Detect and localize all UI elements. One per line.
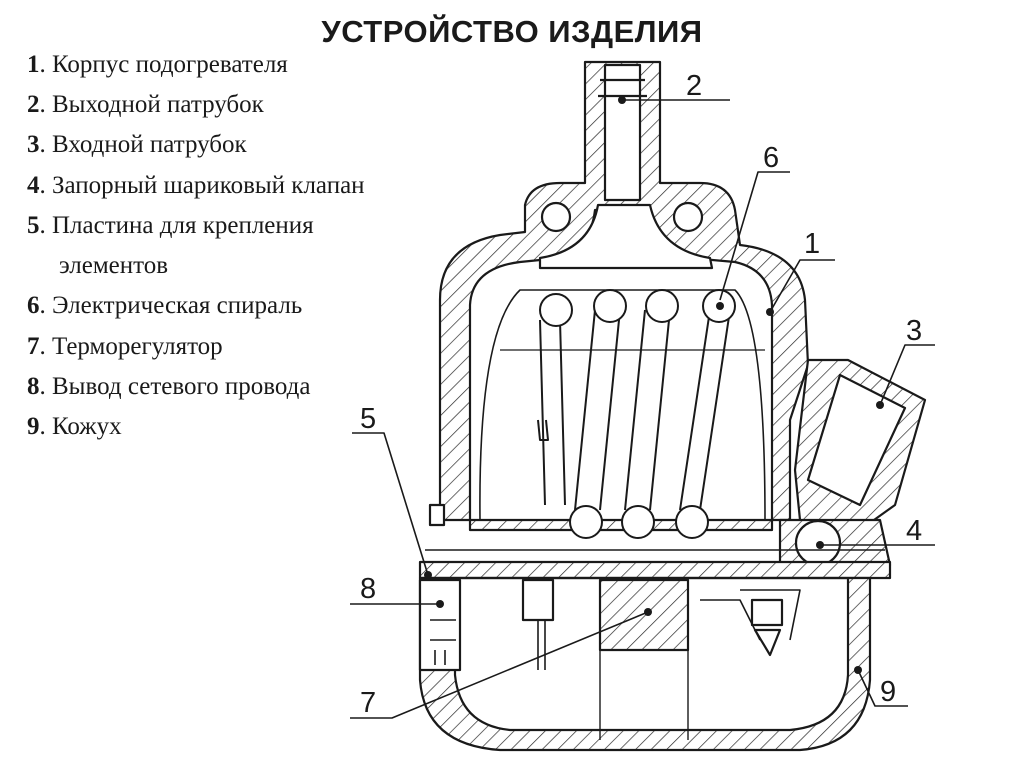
electric-coil bbox=[537, 289, 736, 539]
legend-item-6: 6. Электрическая спираль bbox=[27, 292, 303, 319]
callout-3: 3 bbox=[906, 315, 922, 347]
legend-item-1: 1. Корпус подогревателя bbox=[27, 51, 288, 78]
leader-9 bbox=[857, 669, 908, 707]
leader-6 bbox=[719, 171, 790, 301]
leader-3 bbox=[879, 344, 935, 406]
leader-1 bbox=[769, 259, 835, 313]
callout-6: 6 bbox=[763, 142, 779, 174]
legend-item-2: 2. Выходной патрубок bbox=[27, 91, 264, 118]
callout-4: 4 bbox=[906, 515, 922, 547]
inlet-pipe bbox=[793, 358, 927, 532]
legend-item-9: 9. Кожух bbox=[27, 413, 122, 440]
leader-lines bbox=[350, 99, 935, 719]
outlet-pipe bbox=[538, 63, 714, 270]
callout-5: 5 bbox=[360, 403, 376, 435]
callout-8: 8 bbox=[360, 573, 376, 605]
callout-9: 9 bbox=[880, 676, 896, 708]
thermostat bbox=[521, 578, 801, 740]
legend-item-8: 8. Вывод сетевого провода bbox=[27, 373, 311, 400]
leader-5 bbox=[352, 432, 429, 576]
legend-item-5: 5. Пластина для крепления bbox=[27, 212, 314, 239]
legend-item-3: 3. Входной патрубок bbox=[27, 131, 247, 158]
legend-item-7: 7. Терморегулятор bbox=[27, 333, 223, 360]
power-cord-outlet bbox=[418, 578, 462, 672]
housing bbox=[418, 576, 872, 752]
legend-item-5-continued: элементов bbox=[59, 252, 169, 279]
diagram-title: УСТРОЙСТВО ИЗДЕЛИЯ bbox=[321, 14, 703, 49]
callout-2: 2 bbox=[686, 70, 702, 102]
legend-item-4: 4. Запорный шариковый клапан bbox=[27, 172, 365, 199]
leader-7 bbox=[350, 611, 649, 719]
ball-valve bbox=[778, 518, 892, 567]
callout-1: 1 bbox=[804, 228, 820, 260]
callout-7: 7 bbox=[360, 687, 376, 719]
